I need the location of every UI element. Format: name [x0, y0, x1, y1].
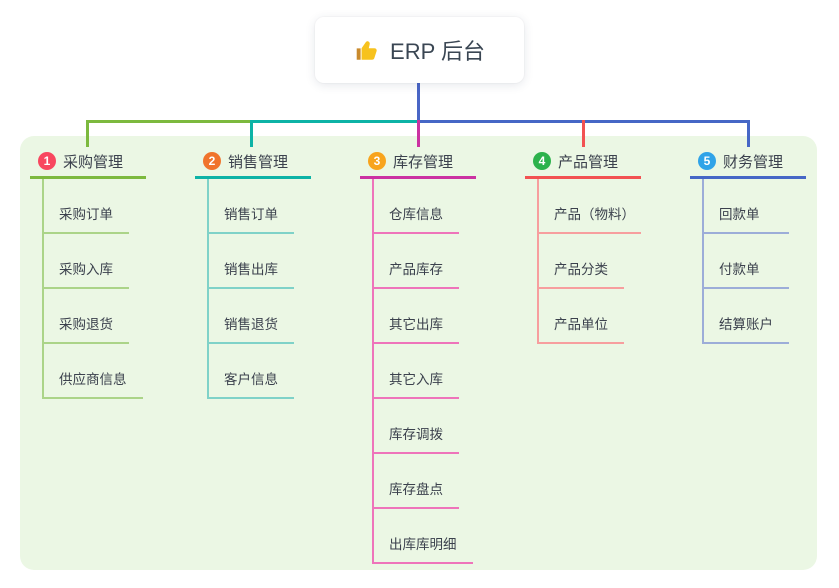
child-node-label: 销售退货: [209, 313, 294, 344]
child-node-label: 采购退货: [44, 313, 129, 344]
child-node-label: 销售订单: [209, 203, 294, 234]
child-node[interactable]: 产品单位: [539, 289, 641, 344]
child-node[interactable]: 供应商信息: [44, 344, 146, 399]
branches-panel: [20, 136, 817, 570]
branch-number-badge: 4: [533, 152, 551, 170]
child-node[interactable]: 结算账户: [704, 289, 806, 344]
branch-node-4: 4 产品管理 产品（物料） 产品分类 产品单位: [525, 146, 641, 344]
connector-branch1-drop: [86, 120, 89, 147]
branch-node-3: 3 库存管理 仓库信息 产品库存 其它出库 其它入库 库存调拨 库存盘点 出库库…: [360, 146, 476, 564]
thumbs-up-icon: [356, 41, 377, 60]
branch-number-badge: 3: [368, 152, 386, 170]
child-node-label: 仓库信息: [374, 203, 459, 234]
child-node[interactable]: 销售退货: [209, 289, 311, 344]
child-node[interactable]: 付款单: [704, 234, 806, 289]
child-node-label: 供应商信息: [44, 368, 143, 399]
child-node-label: 产品单位: [539, 313, 624, 344]
branch-number-badge: 2: [203, 152, 221, 170]
connector-branch1-h: [86, 120, 254, 123]
branch-title-label: 采购管理: [63, 153, 124, 171]
child-node[interactable]: 库存调拨: [374, 399, 476, 454]
branch-title-label: 库存管理: [393, 153, 454, 171]
child-node[interactable]: 销售出库: [209, 234, 311, 289]
branch-node-1: 1 采购管理 采购订单 采购入库 采购退货 供应商信息: [30, 146, 146, 399]
child-node-label: 客户信息: [209, 368, 294, 399]
branch-children: 产品（物料） 产品分类 产品单位: [537, 179, 641, 344]
child-node-label: 销售出库: [209, 258, 294, 289]
branch-title[interactable]: 1 采购管理: [30, 146, 146, 179]
child-node-label: 其它出库: [374, 313, 459, 344]
root-node[interactable]: ERP 后台: [315, 17, 524, 83]
connector-branch2-h: [250, 120, 419, 123]
child-node-label: 库存调拨: [374, 423, 459, 454]
branch-children: 销售订单 销售出库 销售退货 客户信息: [207, 179, 311, 399]
branch-title-label: 产品管理: [558, 153, 619, 171]
branch-node-2: 2 销售管理 销售订单 销售出库 销售退货 客户信息: [195, 146, 311, 399]
child-node-label: 其它入库: [374, 368, 459, 399]
child-node[interactable]: 仓库信息: [374, 179, 476, 234]
child-node[interactable]: 采购入库: [44, 234, 146, 289]
child-node[interactable]: 产品（物料）: [539, 179, 641, 234]
branch-title[interactable]: 2 销售管理: [195, 146, 311, 179]
child-node[interactable]: 采购订单: [44, 179, 146, 234]
child-node[interactable]: 产品库存: [374, 234, 476, 289]
root-title: ERP 后台: [390, 39, 485, 64]
child-node[interactable]: 出库库明细: [374, 509, 476, 564]
child-node[interactable]: 回款单: [704, 179, 806, 234]
branch-number-badge: 1: [38, 152, 56, 170]
branch-title[interactable]: 4 产品管理: [525, 146, 641, 179]
branch-title-label: 销售管理: [228, 153, 289, 171]
child-node[interactable]: 采购退货: [44, 289, 146, 344]
branch-title-label: 财务管理: [723, 153, 784, 171]
child-node-label: 付款单: [704, 258, 789, 289]
branch-children: 回款单 付款单 结算账户: [702, 179, 806, 344]
branch-number-badge: 5: [698, 152, 716, 170]
child-node[interactable]: 销售订单: [209, 179, 311, 234]
child-node[interactable]: 客户信息: [209, 344, 311, 399]
connector-branch5-drop: [747, 120, 750, 147]
child-node-label: 结算账户: [704, 313, 789, 344]
child-node-label: 出库库明细: [374, 533, 473, 564]
child-node[interactable]: 其它入库: [374, 344, 476, 399]
child-node-label: 产品分类: [539, 258, 624, 289]
branch-children: 仓库信息 产品库存 其它出库 其它入库 库存调拨 库存盘点 出库库明细: [372, 179, 476, 564]
child-node[interactable]: 库存盘点: [374, 454, 476, 509]
child-node-label: 产品库存: [374, 258, 459, 289]
child-node-label: 采购入库: [44, 258, 129, 289]
child-node[interactable]: 产品分类: [539, 234, 641, 289]
branch-title[interactable]: 5 财务管理: [690, 146, 806, 179]
child-node-label: 产品（物料）: [539, 203, 641, 234]
child-node[interactable]: 其它出库: [374, 289, 476, 344]
child-node-label: 采购订单: [44, 203, 129, 234]
branch-children: 采购订单 采购入库 采购退货 供应商信息: [42, 179, 146, 399]
connector-branch2-drop: [250, 120, 253, 147]
connector-branch4-drop: [582, 120, 585, 147]
connector-branch3-drop: [417, 120, 420, 147]
branch-title[interactable]: 3 库存管理: [360, 146, 476, 179]
child-node-label: 回款单: [704, 203, 789, 234]
branch-node-5: 5 财务管理 回款单 付款单 结算账户: [690, 146, 806, 344]
child-node-label: 库存盘点: [374, 478, 459, 509]
root-connector: [417, 83, 420, 122]
